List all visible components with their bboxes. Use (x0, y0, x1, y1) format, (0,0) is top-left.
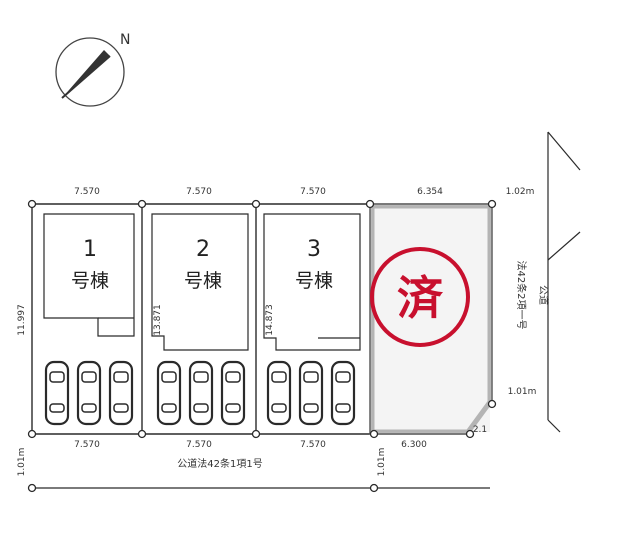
bottom-road-label: 公道法42条1項1号 (177, 457, 262, 470)
boundary-marker (137, 199, 147, 209)
lot-2-number: 2 (196, 237, 210, 262)
right-road-width-top: 1.02m (506, 187, 535, 197)
parking-cars (44, 360, 356, 426)
parked-car-icon (266, 360, 292, 426)
lot-3-number: 3 (307, 237, 321, 262)
parked-car-icon (76, 360, 102, 426)
lot-2-bottom-width: 7.570 (186, 440, 212, 450)
lot-3-bottom-width: 7.570 (300, 440, 326, 450)
right-road-label: 法42条2項一号 (515, 260, 528, 329)
sold-stamp-text: 済 (397, 271, 444, 325)
boundary-marker (137, 429, 147, 439)
lot-1-number: 1 (83, 237, 97, 262)
boundary-marker (365, 199, 375, 209)
boundary-marker (487, 199, 497, 209)
right-road (547, 131, 581, 433)
boundary-marker (369, 429, 379, 439)
compass-north-label: N (120, 32, 130, 48)
lot-4-area (372, 206, 490, 432)
parked-car-icon (220, 360, 246, 426)
corner-dimension: 2.1 (473, 425, 487, 435)
parked-car-icon (188, 360, 214, 426)
lot-2-name: 号棟 (184, 270, 222, 292)
boundary-marker (27, 429, 37, 439)
boundary-markers (27, 199, 497, 493)
boundary-marker (27, 483, 37, 493)
building-footprints (43, 213, 361, 351)
lot-1-name: 号棟 (71, 270, 109, 292)
lot-1-top-width: 7.570 (74, 187, 100, 197)
boundary-marker (251, 429, 261, 439)
lot-4-top-width: 6.354 (417, 187, 443, 197)
boundary-marker (369, 483, 379, 493)
boundary-marker (487, 399, 497, 409)
lot-3-top-width: 7.570 (300, 187, 326, 197)
bottom-road-width-2: 1.01m (377, 448, 387, 477)
lot-3-depth: 14.873 (265, 304, 275, 336)
bottom-road-width: 1.01m (17, 448, 27, 477)
boundary-marker (27, 199, 37, 209)
right-road-name: 公道 (537, 285, 550, 305)
lot-4-bottom-width: 6.300 (401, 440, 427, 450)
sold-stamp: 済 (370, 247, 470, 347)
lot-1-bottom-width: 7.570 (74, 440, 100, 450)
parked-car-icon (298, 360, 324, 426)
building-1 (43, 213, 135, 337)
lot-3-name: 号棟 (295, 270, 333, 292)
right-road-width-bottom: 1.01m (508, 387, 537, 397)
lot-1-depth: 11.997 (17, 304, 27, 336)
north-arrow-icon: N (55, 32, 130, 107)
lot-2-top-width: 7.570 (186, 187, 212, 197)
building-2 (151, 213, 249, 351)
parked-car-icon (108, 360, 134, 426)
parked-car-icon (330, 360, 356, 426)
parked-car-icon (44, 360, 70, 426)
parked-car-icon (156, 360, 182, 426)
boundary-marker (251, 199, 261, 209)
boundary-marker (465, 429, 475, 439)
lot-2-depth: 13.871 (153, 304, 163, 336)
building-3 (263, 213, 361, 351)
